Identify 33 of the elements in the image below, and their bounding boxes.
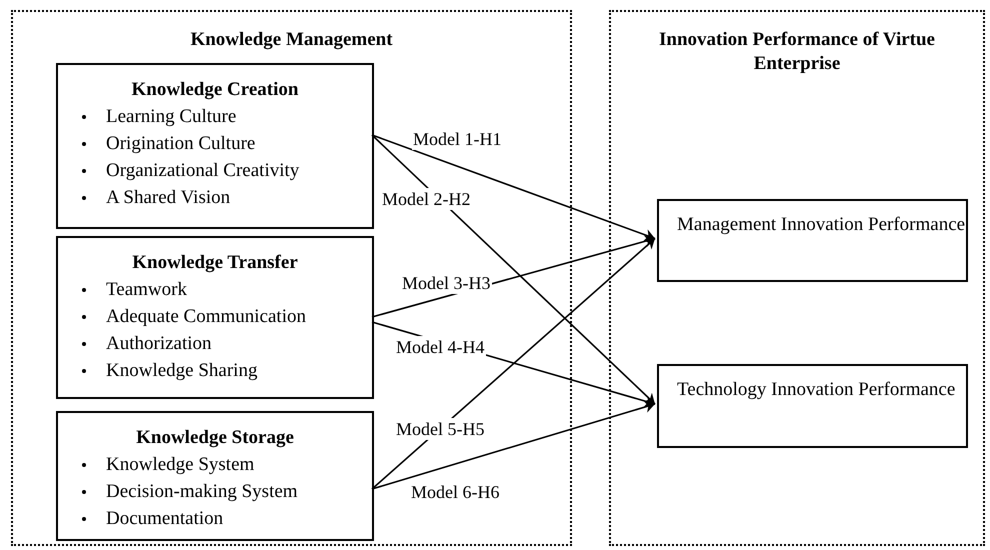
group-title: Innovation Performance of Virtue Enterprise [658,28,936,76]
concept-box [56,236,374,399]
box-heading: Knowledge Creation [132,78,298,102]
edge-label: Model 5-H5 [395,418,486,440]
list-item: Learning Culture [106,104,236,128]
list-item: Decision-making System [106,480,298,504]
list-item: Organizational Creativity [106,158,300,182]
list-item: Authorization [106,332,212,356]
outcome-box [657,199,968,282]
box-heading: Knowledge Transfer [132,251,298,275]
group-title: Knowledge Management [189,28,394,52]
list-item: Documentation [106,506,224,530]
concept-box [56,411,374,541]
box-heading: Knowledge Storage [136,426,294,450]
arrow [371,134,656,405]
dotted-group-frame [609,10,985,546]
outcome-box [657,364,968,448]
list-item: A Shared Vision [106,186,230,210]
list-item: Origination Culture [106,132,256,156]
box-text: Technology Innovation Performance [677,378,956,402]
dotted-group-frame [11,10,572,546]
edge-label: Model 4-H4 [395,336,486,358]
concept-box [56,63,374,229]
arrow [372,235,656,318]
list-item: Adequate Communication [106,304,306,328]
edge-label: Model 2-H2 [381,188,472,210]
list-item: Teamwork [106,278,187,302]
list-item: Knowledge System [106,452,254,476]
arrow [372,401,656,490]
box-text: Management Innovation Performance [677,213,966,237]
list-item: Knowledge Sharing [106,358,258,382]
arrow [372,134,656,241]
arrow [371,238,656,490]
